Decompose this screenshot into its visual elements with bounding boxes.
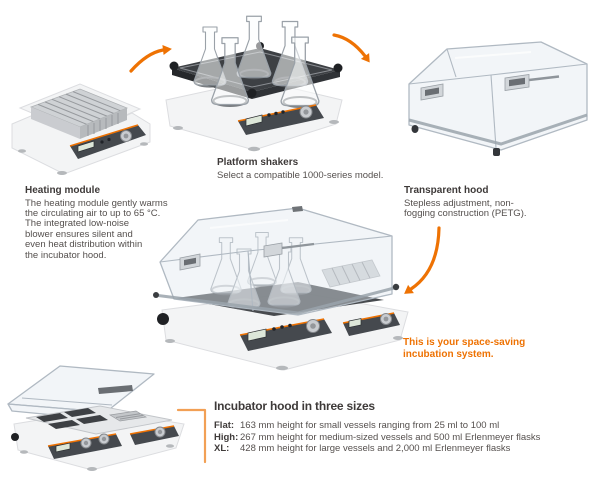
hood-sizes-section: Incubator hood in three sizes Flat: 163 m… xyxy=(214,399,596,455)
transparent-hood-title: Transparent hood xyxy=(404,185,489,196)
side-clamp-knob xyxy=(157,313,169,325)
tray-platform xyxy=(25,405,173,435)
side-clamp-knob xyxy=(11,433,19,441)
transparent-hood-image xyxy=(393,32,600,169)
knob-icon xyxy=(98,433,110,445)
hood-size-text: 163 mm height for small vessels ranging … xyxy=(240,420,500,431)
heating-module-image xyxy=(4,62,156,178)
knob-icon xyxy=(80,437,92,449)
platform-shakers-description: Select a compatible 1000-series model. xyxy=(217,169,384,181)
system-shaker-panel xyxy=(239,318,332,351)
hood-size-text: 428 mm height for large vessels and 2,00… xyxy=(240,443,511,455)
heating-control-panel xyxy=(69,124,146,159)
system-heater-panel xyxy=(342,312,400,336)
erlenmeyer-flasks xyxy=(193,15,320,108)
hood-size-label: XL: xyxy=(214,443,230,455)
knob-icon xyxy=(120,130,132,142)
hood-size-text: 267 mm height for medium-sized vessels a… xyxy=(240,431,541,443)
hood-size-row-flat: Flat: 163 mm height for small vessels ran… xyxy=(214,420,596,432)
hood-size-row-high: High:267 mm height for medium-sized vess… xyxy=(214,432,596,444)
internal-heater-vent xyxy=(321,259,381,288)
open-incubator-image xyxy=(2,358,196,474)
flasks-inside-hood xyxy=(210,232,312,310)
knob-icon xyxy=(299,105,313,119)
open-shaker-panel xyxy=(47,433,122,459)
open-heater-panel xyxy=(129,425,179,445)
transparent-hood-description: Stepless adjustment, non- fogging constr… xyxy=(404,197,527,219)
platform-shakers-image xyxy=(158,0,350,158)
knob-icon xyxy=(154,426,166,438)
incubation-system-image xyxy=(146,198,418,375)
shaker-control-panel xyxy=(237,104,324,135)
heater-vent xyxy=(29,88,129,139)
heating-module-callout: Heating module The heating module gently… xyxy=(25,185,168,261)
hood-sizes-title: Incubator hood in three sizes xyxy=(214,399,375,413)
hood-size-label: Flat: xyxy=(214,420,235,431)
system-hood-glass xyxy=(153,206,400,316)
knob-icon xyxy=(306,319,320,333)
hood-size-label: High: xyxy=(214,431,239,443)
heating-module-description: The heating module gently warms the circ… xyxy=(25,197,168,261)
hood-hinge xyxy=(420,74,560,101)
hood-size-row-xl: XL: 428 mm height for large vessels and 2… xyxy=(214,443,596,455)
platform-shakers-callout: Platform shakers Select a compatible 100… xyxy=(217,157,383,181)
knob-icon xyxy=(380,313,392,325)
heating-module-title: Heating module xyxy=(25,185,101,196)
space-saving-highlight: This is your space-saving incubation sys… xyxy=(403,337,526,360)
platform-shakers-title: Platform shakers xyxy=(217,157,299,168)
transparent-hood-callout: Transparent hood Stepless adjustment, no… xyxy=(404,185,527,219)
